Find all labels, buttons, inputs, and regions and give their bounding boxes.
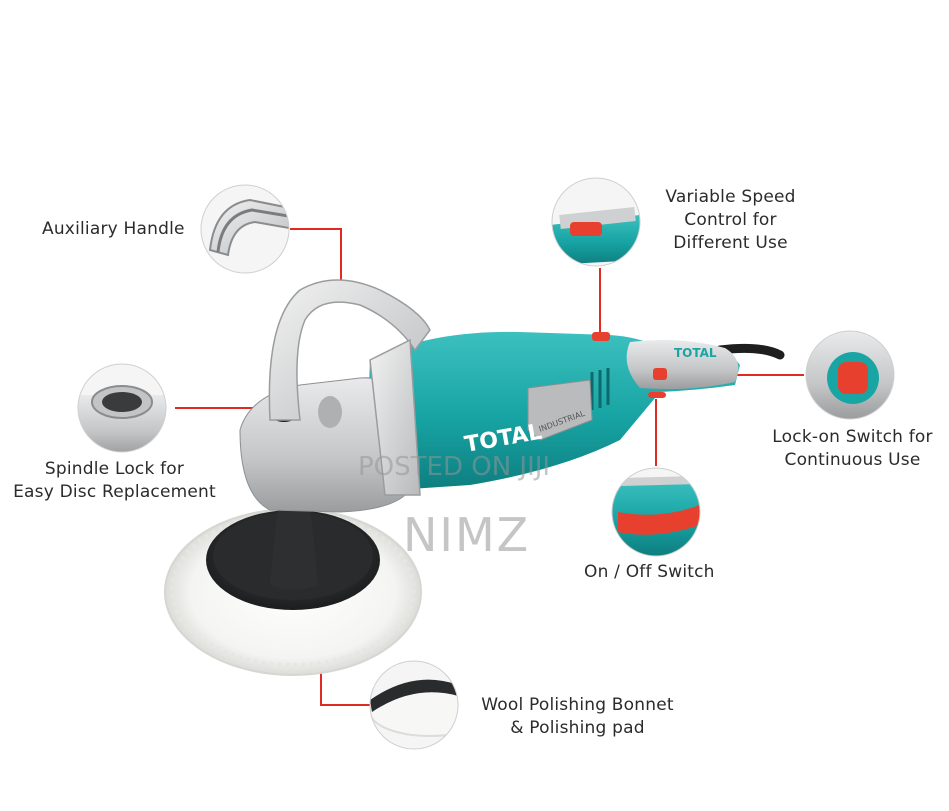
label-wool-bonnet: Wool Polishing Bonnet & Polishing pad <box>481 695 674 738</box>
label-variable-speed: Variable Speed Control for Different Use <box>665 187 796 253</box>
watermark-seller: NIMZ <box>403 508 531 562</box>
label-auxiliary-handle: Auxiliary Handle <box>42 219 185 239</box>
lock-on-switch-detail-icon <box>805 330 895 420</box>
watermark-posted: POSTED ON JIJI <box>358 452 551 482</box>
leader-auxiliary-handle <box>290 228 342 292</box>
vent-slots <box>590 368 610 410</box>
label-on-off-switch: On / Off Switch <box>584 562 715 582</box>
auxiliary-handle-detail-icon <box>200 184 290 274</box>
spindle-lock-detail-icon <box>77 363 167 453</box>
speed-control-knob <box>592 332 610 341</box>
auxiliary-handle <box>268 279 431 421</box>
brand-logo-grip: TOTAL <box>674 346 717 360</box>
label-spindle-lock: Spindle Lock for Easy Disc Replacement <box>13 459 216 502</box>
industrial-badge <box>527 379 593 441</box>
wool-bonnet-detail-icon <box>369 660 459 750</box>
spindle <box>270 505 318 590</box>
leader-wool-bonnet <box>320 662 370 706</box>
on-off-trigger <box>648 392 666 398</box>
variable-speed-detail-icon <box>551 177 641 267</box>
lock-on-button <box>653 368 667 380</box>
label-lock-on-switch: Lock-on Switch for Continuous Use <box>772 427 933 470</box>
on-off-switch-detail-icon <box>611 467 701 557</box>
